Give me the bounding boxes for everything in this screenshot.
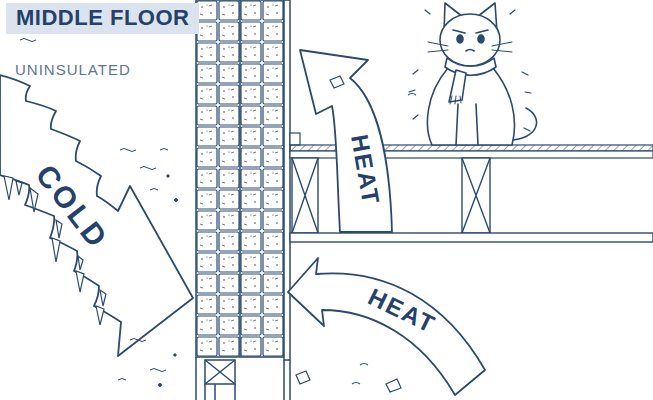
ceiling-below: [290, 233, 653, 242]
heat-arrow-upper: [300, 50, 392, 232]
title-heading: MIDDLE FLOOR: [16, 5, 189, 31]
subtitle-note: UNINSULATED: [15, 62, 131, 77]
plaster-layer: [284, 0, 290, 360]
brick-wall: [196, 0, 284, 357]
subtitle-note-holder: UNINSULATED: [15, 62, 131, 77]
ice-chunks: [296, 76, 416, 392]
title-banner: MIDDLE FLOOR: [6, 3, 199, 34]
wall-cavity: [239, 0, 241, 357]
heat-arrow-lower: [288, 258, 485, 395]
wall-footing: [196, 357, 290, 400]
baseboard: [290, 133, 300, 145]
snow: [20, 39, 178, 387]
shivering-cat: [409, 3, 537, 145]
cold-arrow: [0, 75, 193, 356]
